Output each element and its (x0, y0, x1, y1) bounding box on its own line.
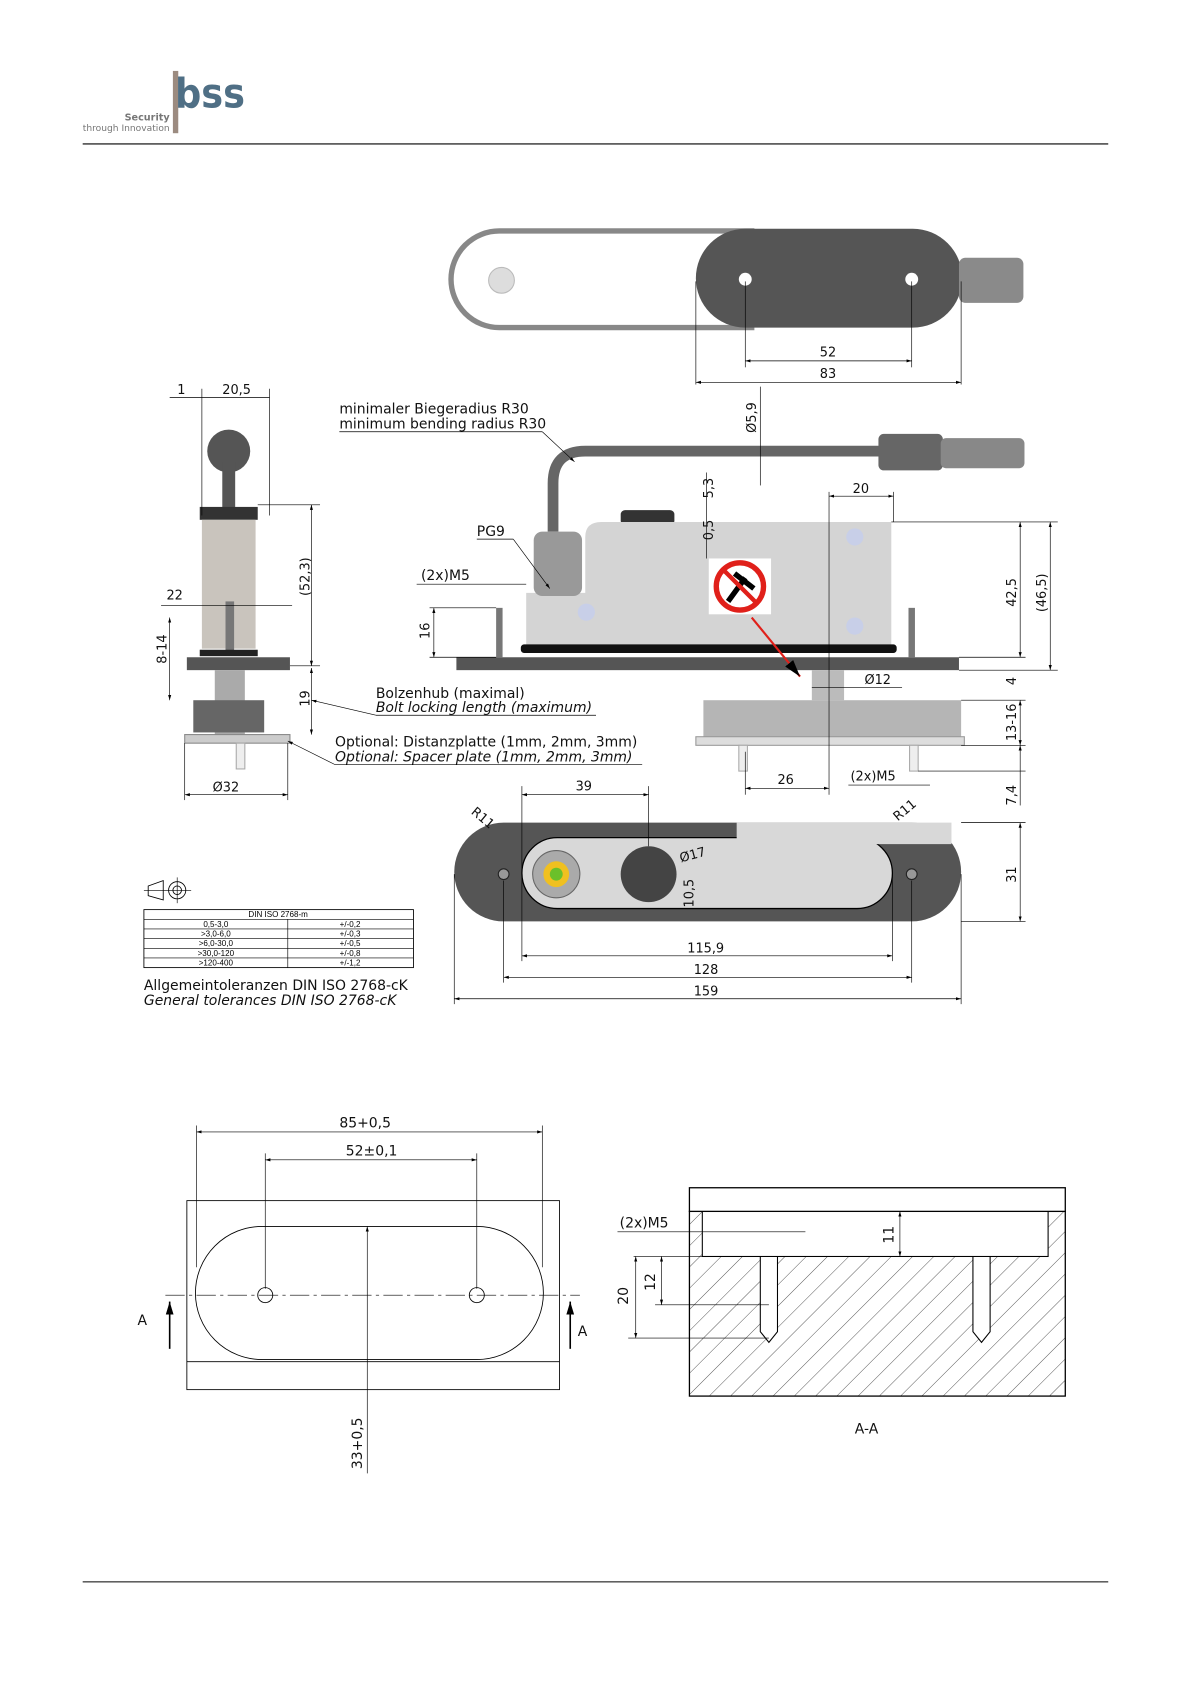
spacer-label-en: Optional: Spacer plate (1mm, 2mm, 3mm) (335, 749, 632, 765)
bolt-length-label-de: Bolzenhub (maximal) (376, 686, 525, 702)
dim-d17: Ø17 (678, 845, 708, 866)
dim-52: 52 (820, 346, 836, 361)
section-marker-right: A (578, 1324, 588, 1340)
tolerance-value: +/-0,2 (340, 920, 361, 929)
dim-26: 26 (777, 773, 793, 788)
dim-20: 20 (853, 482, 869, 497)
tolerance-range: >120-400 (199, 958, 234, 967)
tolerance-value: +/-1,2 (340, 958, 361, 967)
section-dim-11: 11 (881, 1226, 897, 1244)
dim-d5-9: Ø5,9 (745, 402, 760, 433)
projection-symbol-icon (143, 877, 192, 904)
dim-d32: Ø32 (213, 780, 240, 795)
section-title: A-A (855, 1422, 879, 1438)
dim-22: 22 (166, 588, 182, 603)
tolerance-range: >30,0-120 (198, 949, 235, 958)
m5-bottom-label: (2x)M5 (851, 770, 896, 785)
tolerance-range: >6,0-30,0 (199, 939, 234, 948)
tolerance-note-en: General tolerances DIN ISO 2768-cK (144, 993, 398, 1009)
front-view: minimaler Biegeradius R30 minimum bendin… (287, 386, 1058, 805)
top-view: 52 83 (448, 228, 1024, 385)
dim-128: 128 (694, 963, 719, 978)
dim-16: 16 (419, 623, 434, 639)
bottom-view: 39 R11 R11 Ø17 10,5 31 115,9 128 159 (453, 779, 1026, 1005)
dim-0-5: 0,5 (702, 520, 717, 540)
bend-radius-label-de: minimaler Biegeradius R30 (339, 401, 528, 417)
m5-label: (2x)M5 (421, 568, 470, 584)
section-marker-left: A (137, 1313, 147, 1329)
dim-33: 33+0,5 (350, 1417, 366, 1469)
dim-52-3: (52,3) (298, 557, 313, 596)
section-dim-12: 12 (643, 1273, 659, 1291)
dim-31: 31 (1005, 866, 1020, 882)
dim-8-14: 8-14 (155, 634, 170, 663)
dim-10-5: 10,5 (683, 879, 698, 908)
bolt-length-label-en: Bolt locking length (maximum) (376, 700, 592, 716)
section-dim-20: 20 (616, 1287, 632, 1305)
dim-52-tol: 52±0,1 (346, 1144, 398, 1160)
dim-d12: Ø12 (864, 673, 891, 688)
section-a-a-view: (2x)M5 11 12 20 A-A (616, 1187, 1066, 1438)
dim-115-9: 115,9 (687, 942, 724, 957)
bend-radius-label-en: minimum bending radius R30 (339, 417, 546, 433)
tolerance-range: >3,0-6,0 (201, 929, 231, 938)
dim-46-5: (46,5) (1035, 573, 1050, 612)
dim-20-5: 20,5 (222, 383, 251, 398)
logo-tagline-1: Security (125, 112, 171, 123)
dim-5-3: 5,3 (702, 478, 717, 498)
dim-7-4: 7,4 (1005, 785, 1020, 805)
dim-4: 4 (1005, 677, 1020, 685)
no-hammer-warning-icon (708, 558, 801, 678)
tolerance-value: +/-0,8 (340, 949, 361, 958)
dim-83: 83 (820, 367, 836, 382)
tolerance-range: 0,5-3,0 (203, 920, 229, 929)
dim-42-5: 42,5 (1005, 578, 1020, 607)
dim-r11-right: R11 (891, 797, 920, 825)
tolerance-value: +/-0,3 (340, 929, 361, 938)
logo: bss Security through Innovation (83, 69, 245, 134)
pg9-label: PG9 (477, 524, 505, 540)
tolerance-note-de: Allgemeintoleranzen DIN ISO 2768-cK (144, 978, 409, 994)
tolerance-block: DIN ISO 2768-m 0,5-3,0 +/-0,2 >3,0-6,0 +… (143, 877, 414, 1009)
dim-39: 39 (576, 779, 592, 794)
dim-1: 1 (177, 383, 185, 398)
dim-13-16: 13-16 (1005, 704, 1020, 741)
tolerance-header: DIN ISO 2768-m (248, 910, 308, 919)
mounting-cutout-view: 85+0,5 52±0,1 33+0,5 A A (137, 1116, 588, 1474)
side-view: 1 20,5 22 (52,3) 8-14 19 Ø32 (155, 383, 321, 801)
dim-85: 85+0,5 (339, 1116, 391, 1132)
tolerance-value: +/-0,5 (340, 939, 361, 948)
section-m5-label: (2x)M5 (620, 1215, 669, 1231)
dim-19: 19 (298, 690, 313, 706)
logo-tagline-2: through Innovation (83, 124, 170, 134)
logo-brand: bss (175, 69, 245, 117)
dim-159: 159 (694, 985, 719, 1000)
spacer-label-de: Optional: Distanzplatte (1mm, 2mm, 3mm) (335, 734, 637, 750)
